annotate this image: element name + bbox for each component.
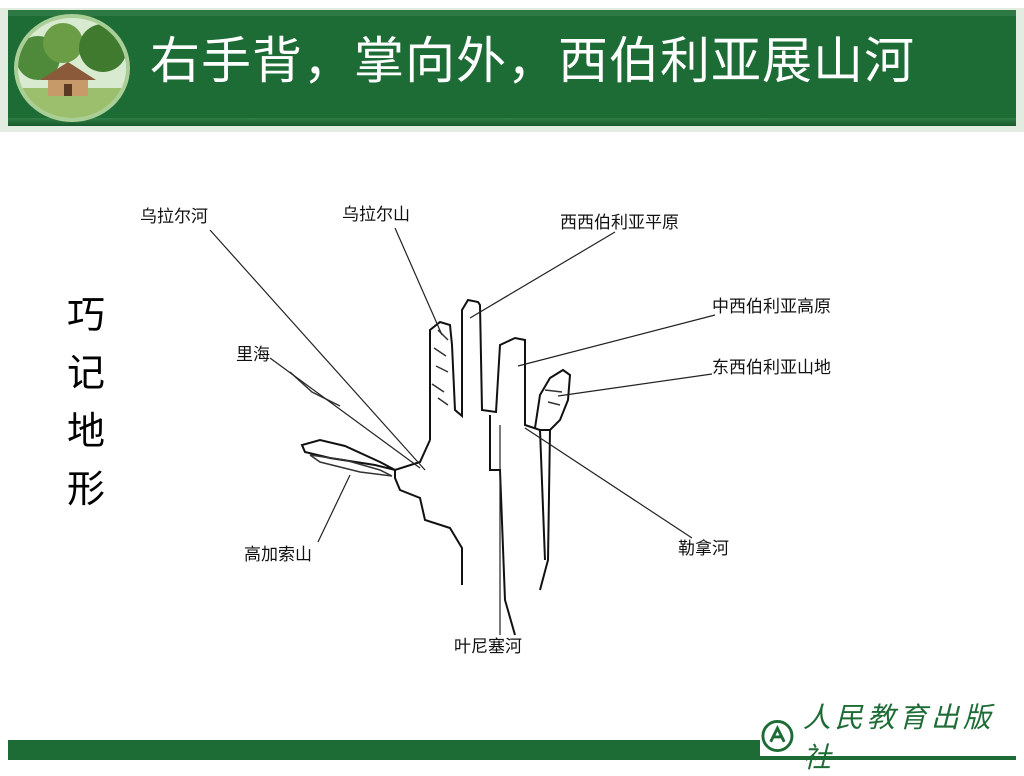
side-note-char: 记 (66, 351, 105, 395)
title-bar (8, 10, 1016, 126)
middle-finger-line (489, 415, 516, 636)
west-siberian-plain-leader (469, 231, 616, 319)
title-underline (8, 118, 1016, 126)
publisher-name: 人民教育出版社 (802, 701, 995, 774)
ural-river-leader (209, 229, 426, 471)
thumb-outline (300, 438, 463, 585)
ural-mountains-leader (394, 227, 443, 336)
east-siberia-marks (544, 389, 563, 406)
palm-outline (429, 298, 552, 591)
caspian-sea-shape (309, 454, 393, 477)
caspian-sea-leader (269, 357, 421, 469)
label-ural-mountains: 乌拉尔山 (342, 205, 410, 225)
ring-finger-outline (534, 368, 572, 431)
ural-mountain-marks (431, 329, 449, 406)
caspian-shore-marks (289, 371, 341, 407)
label-lena-river: 勒拿河 (678, 538, 729, 559)
page-title: 右手背，掌向外，西伯利亚展山河 (150, 32, 915, 90)
central-siberian-plateau-leader (517, 314, 716, 367)
publisher-emblem-icon (761, 720, 794, 752)
leader-lines (209, 227, 716, 635)
label-central-siberian-plateau: 中西伯利亚高原 (712, 297, 831, 317)
label-west-siberian-plain: 西西伯利亚平原 (560, 213, 679, 233)
publisher-mark: 人民教育出版社 (760, 701, 1020, 774)
caucasus-mountains-leader (317, 474, 351, 543)
label-caucasus-mountains: 高加索山 (244, 545, 312, 565)
right-edge (539, 429, 546, 561)
diagram-labels: 乌拉尔河 乌拉尔山 西西伯利亚平原 中西伯利亚高原 东西伯利亚山地 里海 高加索… (140, 205, 831, 657)
label-yenisei-river: 叶尼塞河 (454, 637, 522, 657)
side-note-char: 形 (66, 467, 105, 511)
side-note-char: 地 (66, 409, 105, 453)
label-caspian-sea: 里海 (236, 345, 270, 365)
lena-river-leader (524, 427, 693, 539)
label-east-siberian-mountains: 东西伯利亚山地 (712, 358, 831, 378)
east-siberian-mountains-leader (557, 373, 713, 397)
label-ural-river: 乌拉尔河 (140, 207, 208, 227)
side-note-char: 巧 (66, 293, 105, 337)
side-note: 巧 记 地 形 (58, 286, 114, 518)
